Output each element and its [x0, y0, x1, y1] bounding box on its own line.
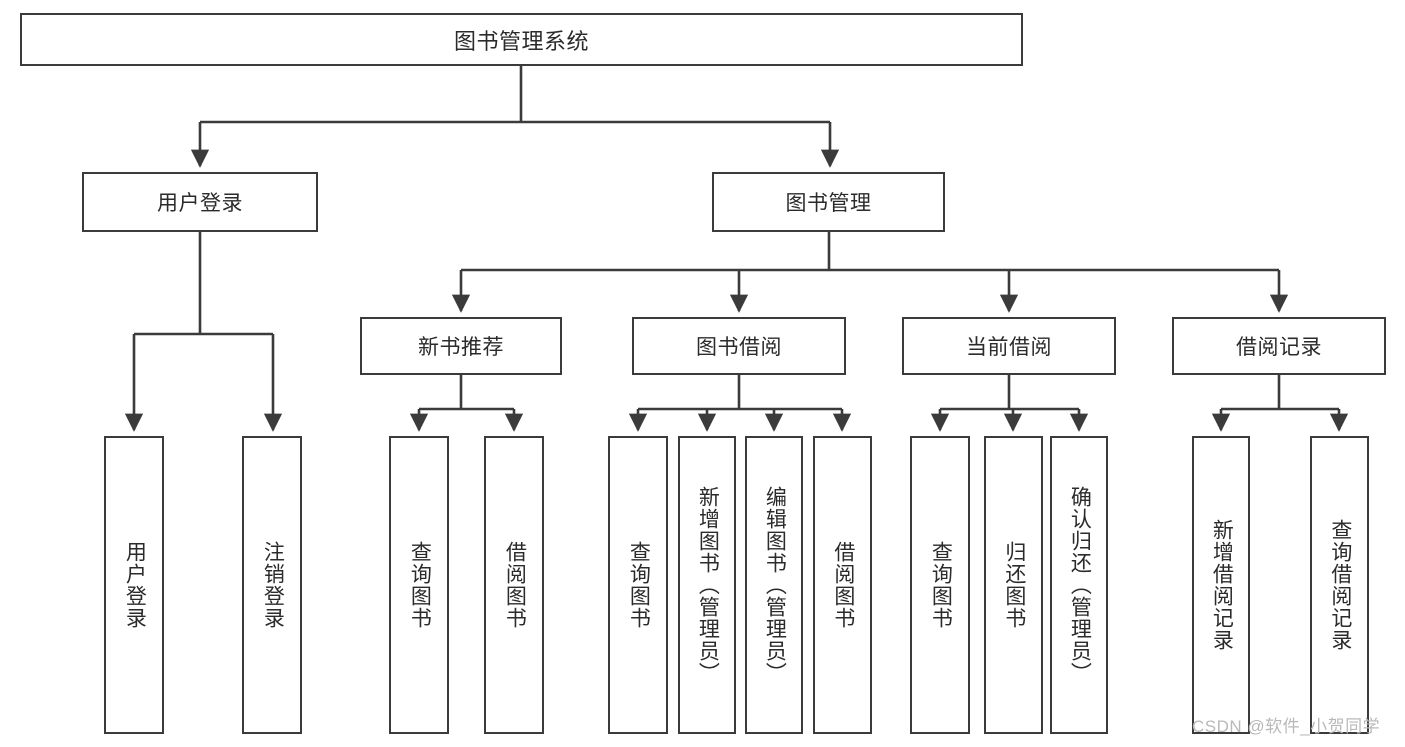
node-user-login-label: 用户登录 — [157, 192, 243, 215]
leaf-borrow-book-recommend-label: 借阅图书 — [503, 541, 527, 629]
leaf-edit-book-admin[interactable]: 编辑图书（管理员） — [745, 436, 803, 734]
leaf-add-borrow-record[interactable]: 新增借阅记录 — [1192, 436, 1250, 734]
node-current-borrow[interactable]: 当前借阅 — [902, 317, 1116, 375]
leaf-borrow-book-recommend[interactable]: 借阅图书 — [484, 436, 544, 734]
leaf-edit-book-admin-label: 编辑图书（管理员） — [763, 486, 787, 684]
leaf-query-book-recommend-label: 查询图书 — [408, 541, 432, 629]
node-book-borrow[interactable]: 图书借阅 — [632, 317, 846, 375]
node-new-book-recommend[interactable]: 新书推荐 — [360, 317, 562, 375]
leaf-query-book-borrow-label: 查询图书 — [627, 541, 651, 629]
leaf-return-book[interactable]: 归还图书 — [984, 436, 1043, 734]
leaf-confirm-return-admin-label: 确认归还（管理员） — [1068, 486, 1092, 684]
node-root-label: 图书管理系统 — [453, 28, 589, 54]
node-borrow-record-label: 借阅记录 — [1236, 336, 1322, 359]
leaf-query-borrow-record[interactable]: 查询借阅记录 — [1310, 436, 1369, 734]
leaf-borrow-book-label: 借阅图书 — [831, 541, 855, 629]
leaf-user-logout[interactable]: 注销登录 — [242, 436, 302, 734]
node-new-book-recommend-label: 新书推荐 — [418, 336, 504, 359]
csdn-watermark: CSDN @软件_小贺同学 — [1192, 717, 1381, 736]
leaf-add-borrow-record-label: 新增借阅记录 — [1210, 519, 1234, 651]
leaf-query-book-borrow[interactable]: 查询图书 — [608, 436, 668, 734]
leaf-user-login-label: 用户登录 — [123, 541, 147, 629]
leaf-borrow-book[interactable]: 借阅图书 — [813, 436, 872, 734]
leaf-query-book-current-label: 查询图书 — [929, 541, 953, 629]
leaf-add-book-admin[interactable]: 新增图书（管理员） — [678, 436, 736, 734]
node-user-login[interactable]: 用户登录 — [82, 172, 318, 232]
node-book-manage-label: 图书管理 — [785, 192, 872, 215]
leaf-user-login[interactable]: 用户登录 — [104, 436, 164, 734]
leaf-add-book-admin-label: 新增图书（管理员） — [696, 486, 720, 684]
leaf-return-book-label: 归还图书 — [1002, 541, 1026, 629]
leaf-confirm-return-admin[interactable]: 确认归还（管理员） — [1050, 436, 1108, 734]
leaf-query-borrow-record-label: 查询借阅记录 — [1328, 519, 1352, 651]
node-borrow-record[interactable]: 借阅记录 — [1172, 317, 1386, 375]
node-current-borrow-label: 当前借阅 — [966, 336, 1052, 359]
node-book-borrow-label: 图书借阅 — [696, 336, 782, 359]
leaf-user-logout-label: 注销登录 — [261, 541, 285, 629]
leaf-query-book-recommend[interactable]: 查询图书 — [389, 436, 449, 734]
leaf-query-book-current[interactable]: 查询图书 — [910, 436, 970, 734]
node-root[interactable]: 图书管理系统 — [20, 13, 1023, 66]
node-book-manage[interactable]: 图书管理 — [712, 172, 945, 232]
